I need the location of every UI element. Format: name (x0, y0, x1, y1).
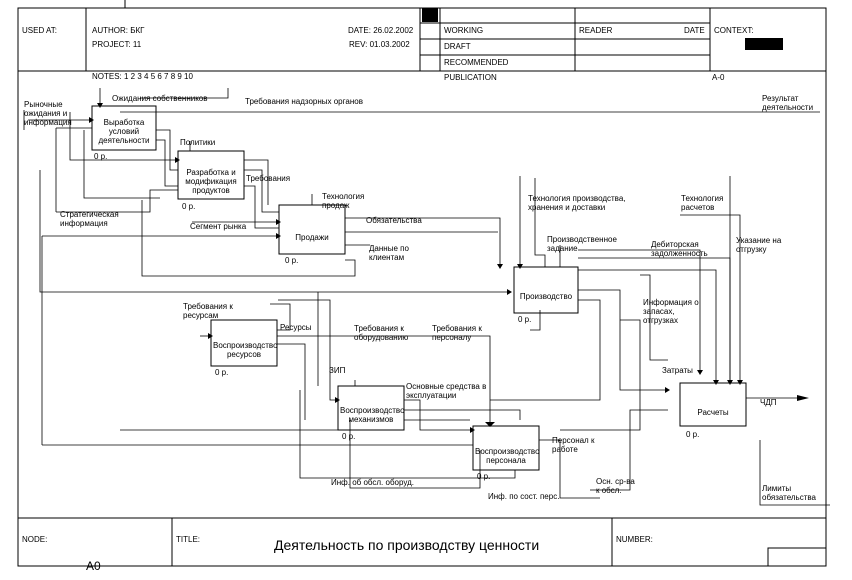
context-label: CONTEXT: (714, 26, 754, 35)
block-label-1[interactable]: Выработка условий деятельности (98, 118, 150, 145)
block-cost-6: 0 р. (342, 432, 356, 441)
block-frame-3 (278, 204, 346, 255)
block-cost-3: 0 р. (285, 256, 299, 265)
date-field: DATE: 26.02.2002 (348, 26, 414, 35)
block-label-3[interactable]: Продажи (295, 233, 329, 242)
number-label: NUMBER: (616, 535, 653, 544)
arrow-label-14: Производственное задание (547, 235, 617, 253)
node-value: A0 (86, 559, 101, 573)
arrow-label-16: Указание на отгрузку (736, 236, 782, 254)
arrow-label-20: Требования к персоналу (432, 324, 482, 342)
arrow-label-3: Рыночные ожидания и информация (24, 100, 72, 127)
arrow-label-26: Персонал к работе (552, 436, 595, 454)
block-frame-8 (679, 382, 747, 427)
block-frame-6 (337, 385, 405, 431)
arrow-label-7: Технология продаж (322, 192, 365, 210)
block-cost-5: 0 р. (215, 368, 229, 377)
arrow-label-15: Дебиторская задолженность (651, 240, 708, 258)
status-recommended: RECOMMENDED (444, 58, 509, 67)
block-frame-2 (177, 150, 245, 200)
block-cost-8: 0 р. (686, 430, 700, 439)
block-label-7[interactable]: Воспроизводство персонала (475, 447, 540, 465)
block-frame-7 (472, 425, 540, 471)
node-ref: A-0 (712, 73, 725, 82)
block-label-8[interactable]: Расчеты (697, 408, 729, 417)
project-field: PROJECT: 11 (92, 40, 142, 49)
arrow-label-4: Результат деятельности (762, 94, 814, 112)
arrow-label-22: Затраты (662, 366, 693, 375)
arrow-label-11: Данные по клиентам (369, 244, 409, 262)
block-cost-1: 0 р. (94, 152, 108, 161)
author-field: AUTHOR: БКГ (92, 26, 145, 35)
arrow-label-9: Стратегическая информация (60, 210, 119, 228)
arrow-label-2: Требования надзорных органов (245, 97, 363, 106)
arrow-label-28: Осн. ср-ва к обсл. (596, 477, 635, 495)
arrow-label-25: ЧДП (760, 398, 777, 407)
title-label: TITLE: (176, 535, 201, 544)
arrow-label-1: Ожидания собственников (112, 94, 208, 103)
block-label-5[interactable]: Воспроизводство ресурсов (213, 341, 278, 359)
block-label-4[interactable]: Производство (519, 292, 573, 301)
block-cost-7: 0 р. (477, 472, 491, 481)
arrow-label-23: ЗИП (329, 366, 346, 375)
block-frame-5 (210, 319, 278, 367)
block-cost-2: 0 р. (182, 202, 196, 211)
arrow-label-18: Ресурсы (280, 323, 312, 332)
block-frame-4 (513, 266, 579, 314)
arrow-label-10: Сегмент рынка (190, 222, 247, 231)
rev-field: REV: 01.03.2002 (349, 40, 410, 49)
block-label-2[interactable]: Разработка и модификация продуктов (185, 168, 237, 195)
arrow-label-29: Инф. по сост. перс. (488, 492, 560, 501)
reader-date-label: DATE (684, 26, 705, 35)
block-frames (91, 105, 747, 471)
arrowheads (89, 103, 809, 433)
block-label-6[interactable]: Воспроизводство механизмов (340, 406, 405, 424)
used-at-label: USED AT: (22, 26, 57, 35)
arrow-label-17: Требования к ресурсам (183, 302, 233, 320)
arrow-label-13: Технология расчетов (681, 194, 724, 212)
arrow-label-19: Требования к оборудованию (354, 324, 409, 342)
status-draft: DRAFT (444, 42, 471, 51)
notes-field: NOTES: 1 2 3 4 5 6 7 8 9 10 (92, 72, 193, 81)
arrow-label-6: Требования (246, 174, 291, 183)
arrow-label-24: Основные средства в эксплуатации (406, 382, 487, 400)
connectors (23, 88, 830, 506)
diagram-title: Деятельность по производству ценности (274, 537, 540, 553)
arrow-label-5: Политики (180, 138, 216, 147)
block-frame-1 (91, 105, 157, 151)
reader-label: READER (579, 26, 613, 35)
status-publication: PUBLICATION (444, 73, 497, 82)
block-cost-4: 0 р. (518, 315, 532, 324)
arrow-label-21: Информация о запасах, отгрузках (643, 298, 699, 325)
status-working: WORKING (444, 26, 484, 35)
arrow-label-12: Технология производства, хранения и дост… (528, 194, 626, 212)
node-label: NODE: (22, 535, 48, 544)
arrow-label-30: Лимиты обязательства (762, 484, 816, 502)
arrow-label-27: Инф. об обсл. оборуд. (331, 478, 414, 487)
arrow-label-8: Обязательства (366, 216, 422, 225)
